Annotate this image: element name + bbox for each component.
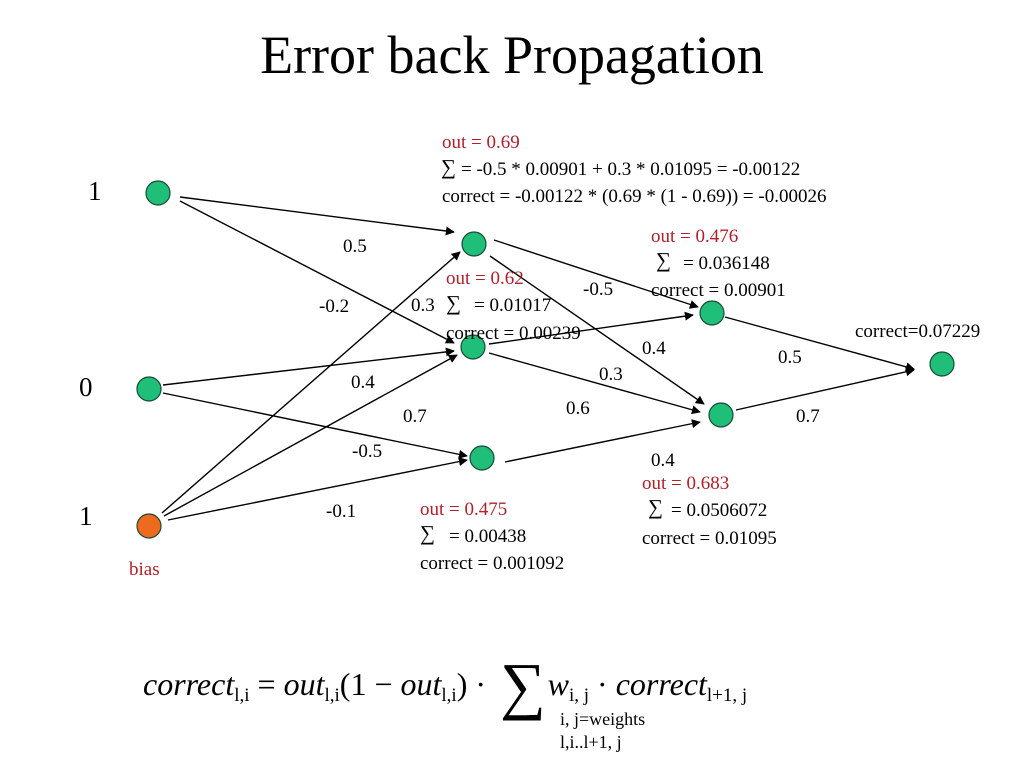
edge-h1bot-h2bot bbox=[504, 419, 701, 463]
edge-in0-h1mid bbox=[162, 347, 455, 386]
hidden1-node-top bbox=[461, 231, 487, 257]
page-title: Error back Propagation bbox=[260, 25, 764, 85]
edge-h1top-h2bot bbox=[489, 255, 705, 405]
h1top-correct: correct = -0.00122 * (0.69 * (1 - 0.69))… bbox=[442, 186, 827, 207]
weight-label: 0.3 bbox=[411, 295, 435, 316]
edge-h2bot-out bbox=[735, 367, 915, 411]
h1top-out: out = 0.69 bbox=[442, 132, 520, 153]
formula-out: out bbox=[283, 666, 325, 702]
edge-bias-h1top bbox=[161, 251, 461, 514]
h2bot-sum: = 0.0506072 bbox=[671, 500, 768, 521]
h2top-sum: = 0.036148 bbox=[683, 253, 770, 274]
h1bot-sum: = 0.00438 bbox=[449, 526, 527, 547]
formula-sub: l,i bbox=[324, 685, 340, 706]
h2top-out: out = 0.476 bbox=[651, 226, 739, 247]
edge-bias-h1mid bbox=[163, 354, 458, 517]
h1bot-correct: correct = 0.001092 bbox=[420, 553, 565, 574]
output-node bbox=[929, 351, 955, 377]
hidden1-node-mid bbox=[460, 334, 486, 360]
input-node-2 bbox=[136, 376, 162, 402]
connections bbox=[161, 196, 915, 521]
sigma-icon: ∑ bbox=[648, 495, 663, 519]
weight-label: 0.6 bbox=[566, 398, 590, 419]
edge-in0-h1bot bbox=[162, 392, 468, 459]
h2bot-correct: correct = 0.01095 bbox=[642, 528, 777, 549]
input-label-3: 1 bbox=[79, 501, 93, 531]
formula-sub: l,i bbox=[234, 685, 250, 706]
formula: correctl,i = outl,i(1 − outl,i) ·∑wi, j … bbox=[143, 654, 747, 718]
bias-label: bias bbox=[129, 559, 160, 580]
h2bot-out: out = 0.683 bbox=[642, 473, 730, 494]
edge-h1top-h2top bbox=[493, 239, 699, 309]
h2top-correct: correct = 0.00901 bbox=[651, 280, 786, 301]
weight-label: -0.5 bbox=[352, 441, 383, 462]
edge-h1mid-h2top bbox=[488, 311, 694, 345]
sigma-icon: ∑ bbox=[441, 155, 456, 179]
edge-h1mid-h2bot bbox=[488, 352, 701, 415]
weight-label: -0.1 bbox=[326, 501, 357, 522]
edge-in1-h1mid bbox=[179, 200, 455, 344]
edge-h2top-out bbox=[724, 316, 915, 372]
formula-one-minus: (1 − bbox=[339, 666, 401, 702]
hidden1-node-bot bbox=[469, 445, 495, 471]
h1mid-correct: correct = 0.00239 bbox=[446, 323, 581, 344]
weight-label: -0.5 bbox=[583, 279, 614, 300]
weight-label: 0.7 bbox=[403, 406, 427, 427]
weight-label: 0.4 bbox=[651, 450, 675, 471]
weight-label: 0.5 bbox=[343, 236, 367, 257]
formula-close: ) · bbox=[456, 666, 486, 702]
input-node-1 bbox=[145, 180, 171, 206]
weight-label: 0.5 bbox=[778, 347, 802, 368]
weight-label: 0.7 bbox=[796, 406, 820, 427]
weight-label: -0.2 bbox=[319, 296, 350, 317]
formula-w: w bbox=[547, 666, 569, 702]
sigma-icon: ∑ bbox=[656, 248, 671, 272]
formula-sub: i, j bbox=[568, 685, 590, 706]
h1mid-sum: = 0.01017 bbox=[474, 295, 552, 316]
formula-sub: l+1, j bbox=[706, 685, 748, 706]
edge-in1-h1top bbox=[179, 196, 455, 236]
hidden2-node-bot bbox=[708, 402, 734, 428]
formula-eq: = bbox=[249, 666, 284, 702]
sum-icon: ∑ bbox=[500, 650, 546, 721]
weight-label: 0.4 bbox=[642, 338, 666, 359]
h1top-sum: = -0.5 * 0.00901 + 0.3 * 0.01095 = -0.00… bbox=[461, 159, 801, 180]
formula-sub: l,i bbox=[441, 685, 457, 706]
input-label-1: 1 bbox=[88, 176, 102, 206]
nodes bbox=[136, 180, 955, 539]
bias-node bbox=[136, 513, 162, 539]
h1bot-out: out = 0.475 bbox=[420, 499, 508, 520]
output-correct: correct=0.07229 bbox=[855, 321, 981, 342]
weight-label: 0.4 bbox=[351, 372, 375, 393]
formula-correct: correct bbox=[143, 666, 235, 702]
formula-correct: correct bbox=[615, 666, 707, 702]
hidden2-node-top bbox=[699, 300, 725, 326]
formula-dot: · bbox=[589, 666, 616, 702]
edge-bias-h1bot bbox=[167, 457, 468, 521]
formula-under-1: i, j=weights bbox=[560, 709, 646, 729]
weight-label: 0.3 bbox=[599, 364, 623, 385]
input-label-2: 0 bbox=[79, 372, 93, 402]
formula-under-2: l,i..l+1, j bbox=[560, 732, 622, 752]
h1mid-out: out = 0.62 bbox=[446, 268, 524, 289]
sigma-icon: ∑ bbox=[446, 291, 461, 315]
sigma-icon: ∑ bbox=[420, 521, 435, 545]
formula-out: out bbox=[400, 666, 442, 702]
